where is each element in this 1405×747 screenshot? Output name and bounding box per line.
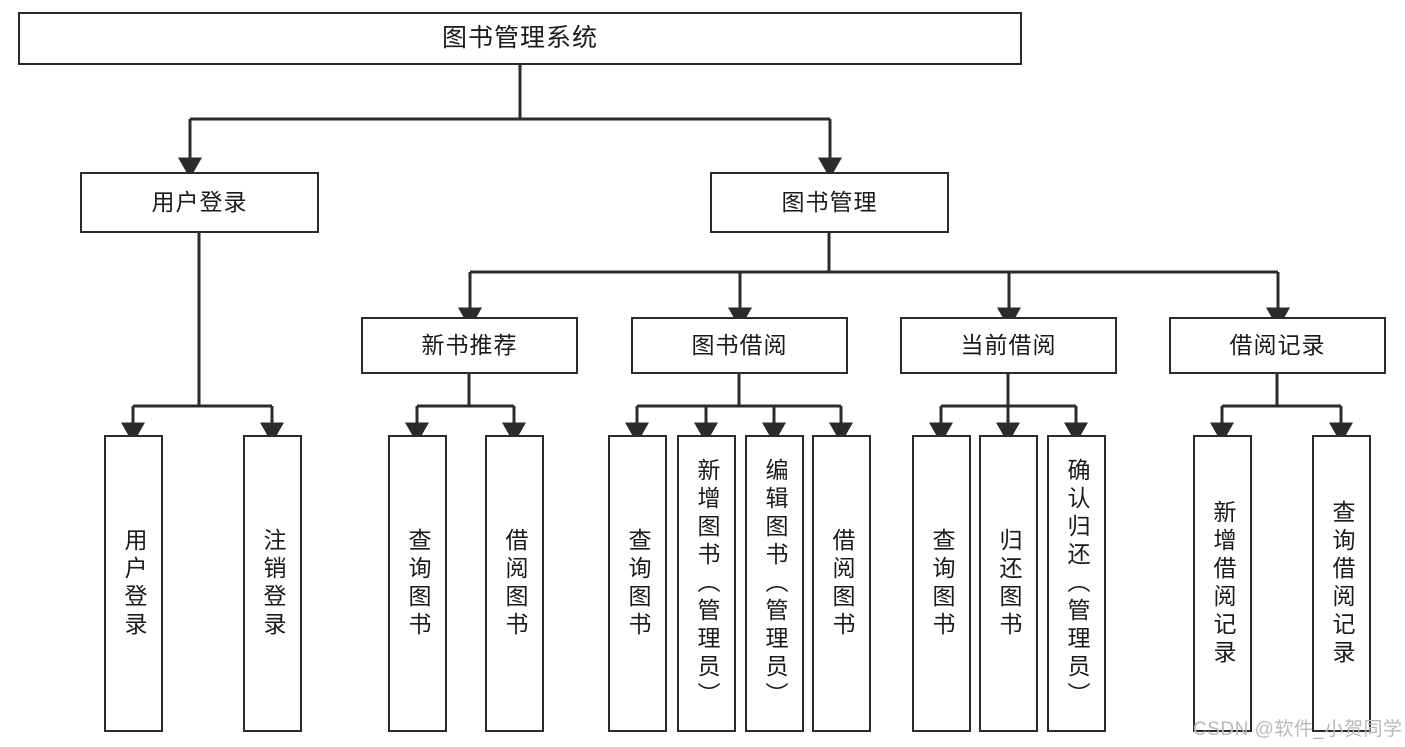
- node-leaf-query-book-3[interactable]: 查询图书: [912, 435, 971, 732]
- node-leaf-confirm-return[interactable]: 确认归还（管理员）: [1047, 435, 1106, 732]
- node-label: 编辑图书（管理员）: [762, 457, 788, 710]
- node-label: 借阅图书: [502, 527, 528, 640]
- node-label: 图书管理: [781, 188, 878, 215]
- node-label: 新书推荐: [421, 331, 518, 358]
- node-label: 用户登录: [151, 188, 248, 215]
- node-leaf-return-book[interactable]: 归还图书: [979, 435, 1038, 732]
- node-label: 查询图书: [405, 527, 431, 640]
- node-book-management-system[interactable]: 图书管理系统: [18, 12, 1022, 65]
- node-label: 查询图书: [625, 527, 651, 640]
- node-leaf-add-book[interactable]: 新增图书（管理员）: [677, 435, 736, 732]
- node-new-book-recommend[interactable]: 新书推荐: [361, 317, 578, 374]
- node-current-borrow[interactable]: 当前借阅: [900, 317, 1117, 374]
- node-leaf-edit-book[interactable]: 编辑图书（管理员）: [745, 435, 804, 732]
- node-label: 归还图书: [996, 527, 1022, 640]
- node-borrow-record[interactable]: 借阅记录: [1169, 317, 1386, 374]
- node-label: 查询借阅记录: [1329, 499, 1355, 668]
- node-label: 图书借阅: [691, 331, 788, 358]
- node-label: 借阅图书: [829, 527, 855, 640]
- node-leaf-borrow-book-2[interactable]: 借阅图书: [812, 435, 871, 732]
- csdn-watermark: CSDN @软件_小贺同学: [1193, 719, 1403, 740]
- node-leaf-query-book-1[interactable]: 查询图书: [388, 435, 447, 732]
- node-label: 注销登录: [260, 527, 286, 640]
- node-user-login[interactable]: 用户登录: [80, 172, 319, 233]
- node-leaf-user-login[interactable]: 用户登录: [104, 435, 163, 732]
- node-label: 新增借阅记录: [1210, 499, 1236, 668]
- node-label: 新增图书（管理员）: [694, 457, 720, 710]
- node-leaf-add-record[interactable]: 新增借阅记录: [1193, 435, 1252, 732]
- node-leaf-borrow-book-1[interactable]: 借阅图书: [485, 435, 544, 732]
- node-label: 用户登录: [121, 527, 147, 640]
- node-label: 图书管理系统: [441, 23, 598, 52]
- node-leaf-query-record[interactable]: 查询借阅记录: [1312, 435, 1371, 732]
- node-label: 查询图书: [929, 527, 955, 640]
- node-label: 借阅记录: [1229, 331, 1326, 358]
- node-book-borrow[interactable]: 图书借阅: [631, 317, 848, 374]
- node-book-manage[interactable]: 图书管理: [710, 172, 949, 233]
- node-leaf-logout-login[interactable]: 注销登录: [243, 435, 302, 732]
- node-label: 当前借阅: [960, 331, 1057, 358]
- node-leaf-query-book-2[interactable]: 查询图书: [608, 435, 667, 732]
- node-label: 确认归还（管理员）: [1064, 457, 1090, 710]
